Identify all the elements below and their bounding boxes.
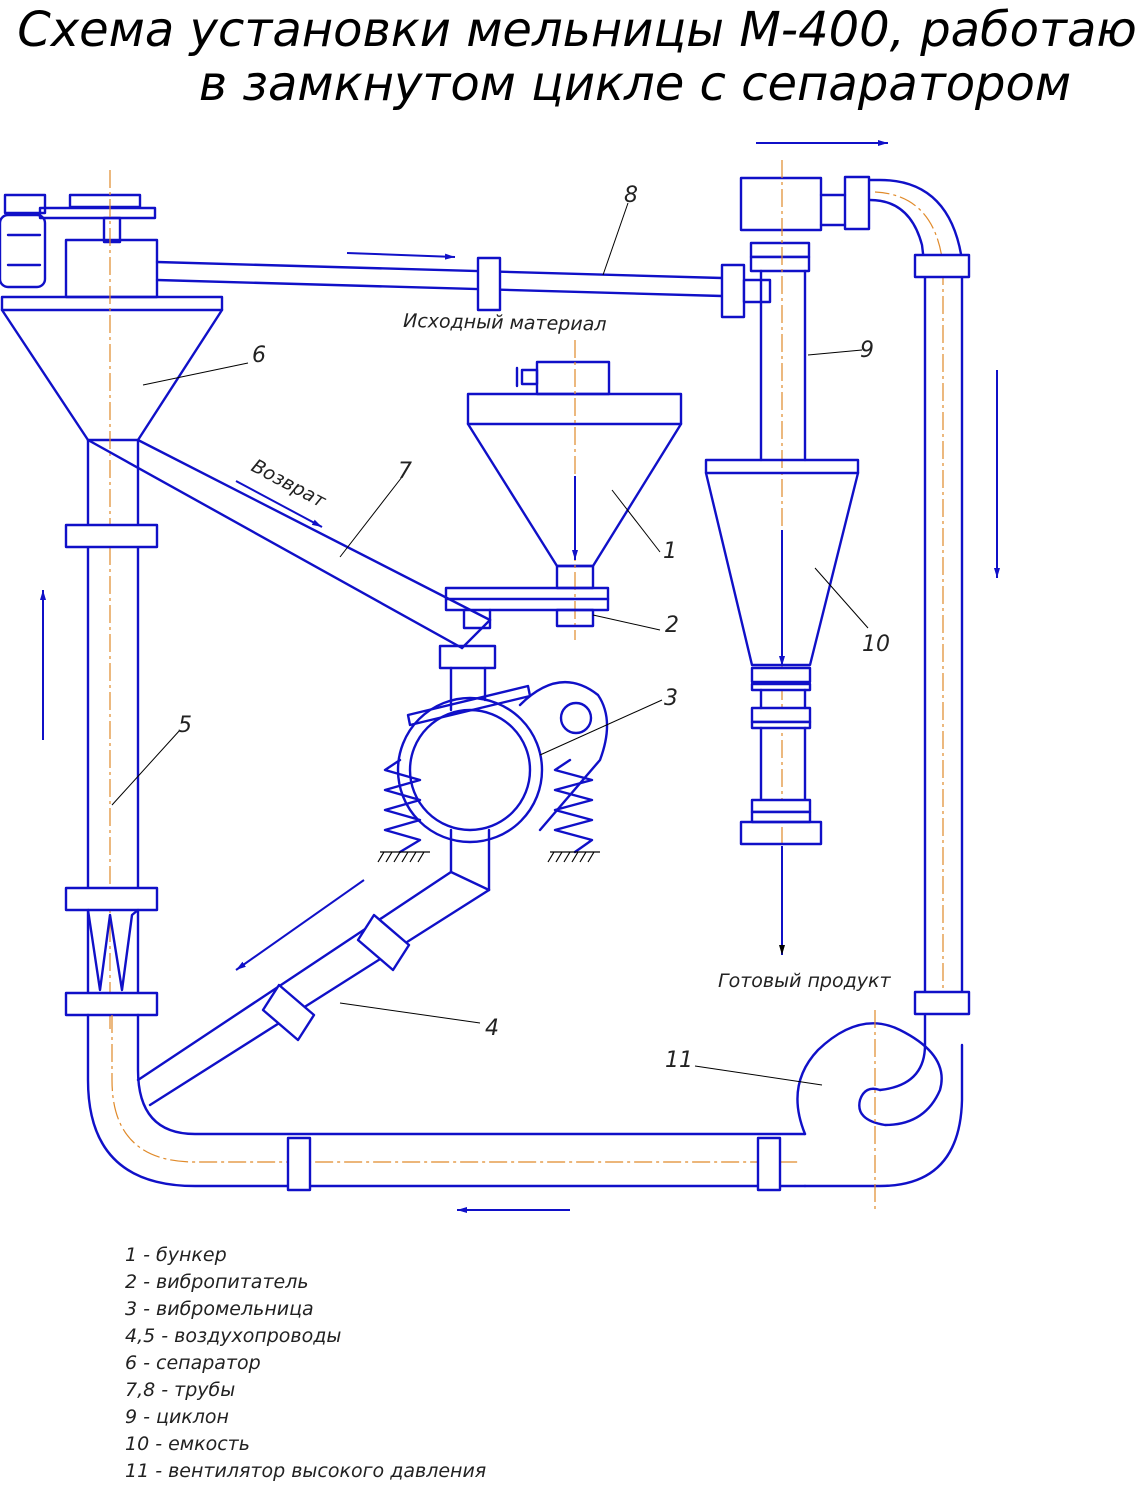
leader-lines (111, 202, 869, 1086)
legend-item: 9 - циклон (125, 1406, 229, 1428)
legend-item: 11 - вентилятор высокого давления (125, 1460, 486, 1482)
vibro-feeder (444, 586, 610, 630)
air-duct-4 (136, 870, 491, 1107)
vibro-mill (377, 644, 609, 892)
legend-item: 4,5 - воздухопроводы (125, 1325, 341, 1347)
legend-item: 7,8 - трубы (125, 1379, 235, 1401)
air-duct-5 (64, 438, 807, 1188)
title-line-2: в замкнутом цикле с сепаратором (199, 56, 1071, 112)
callout-5: 5 (178, 713, 192, 738)
callout-10: 10 (862, 632, 890, 657)
bottom-duct-flange-left (286, 1136, 312, 1192)
callout-1: 1 (663, 539, 677, 564)
flow-arrow-mill-out (235, 879, 365, 971)
bottom-duct-flange-right (756, 1136, 782, 1192)
callout-7: 7 (398, 459, 412, 484)
separator-drive (0, 193, 159, 299)
callout-11: 11 (665, 1048, 693, 1073)
return-pipe-7 (86, 438, 492, 650)
flow-arrow-feed (346, 252, 456, 260)
high-pressure-fan (796, 1008, 964, 1188)
right-riser-duct (843, 175, 971, 1016)
return-label: Возврат (248, 455, 330, 513)
callout-2: 2 (665, 613, 679, 638)
callout-4: 4 (485, 1016, 499, 1041)
callout-9: 9 (860, 338, 874, 363)
legend-item: 1 - бункер (125, 1244, 227, 1266)
container (704, 458, 860, 846)
legend-item: 10 - емкость (125, 1433, 250, 1455)
legend-item: 6 - сепаратор (125, 1352, 261, 1374)
callout-3: 3 (664, 686, 678, 711)
feed-pipe-8 (155, 256, 772, 319)
cyclone (739, 176, 847, 462)
separator (0, 295, 224, 442)
legend-item: 2 - вибропитатель (125, 1271, 309, 1293)
callout-6: 6 (252, 343, 266, 368)
product-label: Готовый продукт (718, 970, 891, 992)
callout-8: 8 (624, 183, 638, 208)
flow-arrow-return (235, 480, 323, 528)
feed-label: Исходный материал (403, 310, 607, 336)
title-line-1: Схема установки мельницы М-400, работающ… (17, 2, 1135, 58)
legend: 1 - бункер 2 - вибропитатель 3 - виброме… (125, 1244, 486, 1482)
legend-item: 3 - вибромельница (125, 1298, 314, 1320)
